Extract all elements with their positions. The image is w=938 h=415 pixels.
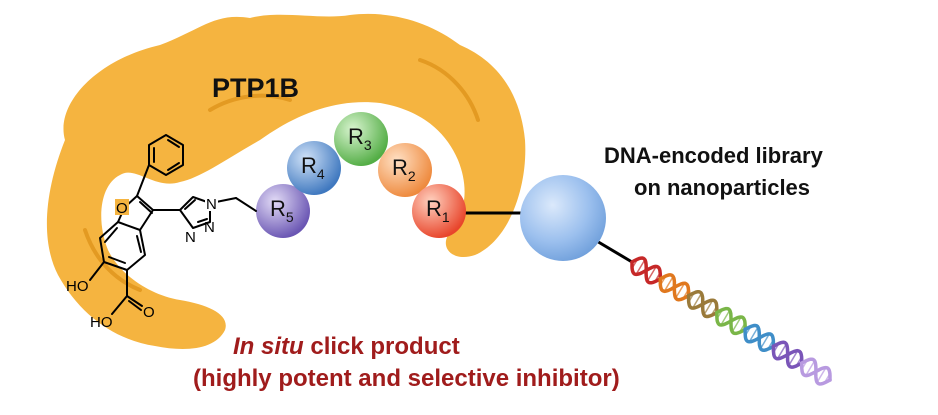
residue-r3 xyxy=(334,112,388,166)
dna-base-pair xyxy=(748,326,759,343)
dna-base-pair xyxy=(816,367,827,383)
dna-base-pair xyxy=(731,316,742,333)
residue-r1-label: R1 xyxy=(426,196,450,225)
ptp1b-fold-detail xyxy=(83,58,480,292)
residue-r2-label: R2 xyxy=(392,155,416,184)
dna-base-pair xyxy=(675,282,686,299)
chemical-structure xyxy=(89,134,257,315)
nanoparticle xyxy=(520,175,606,261)
dna-connector-line xyxy=(594,238,633,264)
residue-r4-label: R4 xyxy=(301,153,325,182)
residue-r3-label: R3 xyxy=(348,124,372,153)
atom-ho-phenol: HO xyxy=(66,278,89,295)
dna-strand-segment xyxy=(771,340,804,369)
residue-r4 xyxy=(287,141,341,195)
dna-base-pair xyxy=(759,333,770,349)
dna-strand-segment xyxy=(630,256,663,285)
library-label-line1: DNA-encoded library xyxy=(604,143,824,168)
triazole-ring xyxy=(179,196,211,229)
dna-base-pair xyxy=(788,350,799,366)
dna-base-pair xyxy=(692,293,703,309)
caption-line2: (highly potent and selective inhibitor) xyxy=(193,365,620,392)
atom-n1: N xyxy=(206,196,217,213)
caption-line1: In situ click product xyxy=(233,333,460,360)
dna-base-pair xyxy=(646,266,657,282)
dna-base-pair xyxy=(635,259,646,275)
library-label-line2: on nanoparticles xyxy=(634,175,810,200)
dna-strand-segment xyxy=(743,323,776,352)
dna-base-pair xyxy=(663,276,674,292)
protein-label: PTP1B xyxy=(212,73,299,103)
dna-base-pair xyxy=(805,360,816,376)
dna-base-pair xyxy=(720,309,731,326)
dna-strand-segment xyxy=(658,273,691,302)
residue-chain: R5 R4 R3 R2 R1 xyxy=(256,112,466,238)
residue-r2 xyxy=(378,143,432,197)
atom-o-ring: O xyxy=(116,200,128,217)
atom-labels: O N N N HO HO O xyxy=(66,196,218,331)
atom-n2: N xyxy=(204,219,215,236)
dna-strand-segment xyxy=(715,306,747,336)
residue-r5 xyxy=(256,184,310,238)
residue-r5-label: R5 xyxy=(270,196,294,225)
dna-strand-segment xyxy=(686,290,719,319)
dna-base-pair xyxy=(776,343,787,360)
phenyl-ring xyxy=(148,134,184,176)
atom-o-carbonyl: O xyxy=(143,304,155,321)
dna-base-pair xyxy=(703,299,714,316)
atom-ho-acid: HO xyxy=(90,314,113,331)
residue-r1 xyxy=(412,184,466,238)
dna-strand-segment xyxy=(799,357,832,386)
ptp1b-protein-shape xyxy=(46,13,526,349)
atom-n3: N xyxy=(185,229,196,246)
dna-helix xyxy=(630,256,832,386)
